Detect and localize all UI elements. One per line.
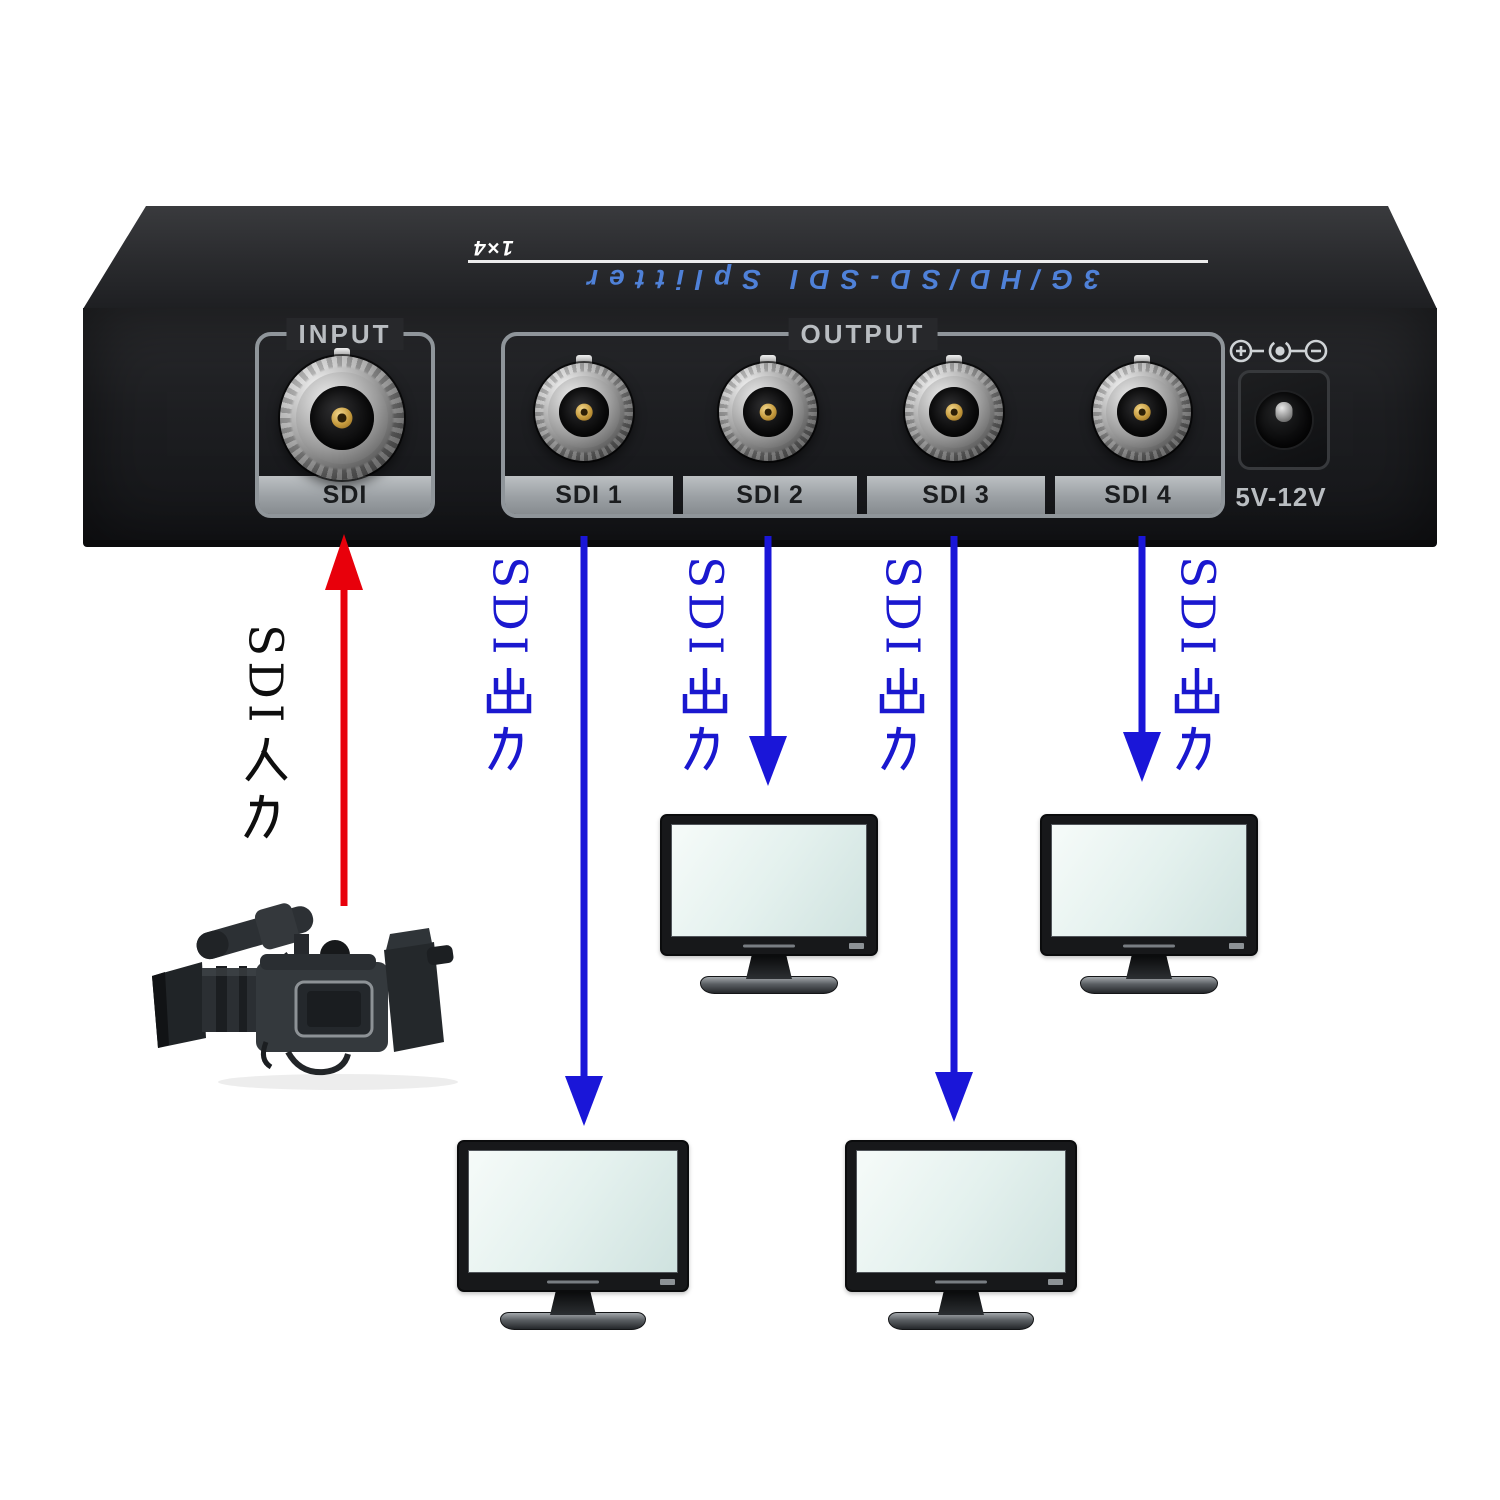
- monitor-2: [1040, 814, 1258, 994]
- product-name: 3G/HD/SD-SDI Splitter: [576, 264, 1100, 295]
- kanji-nyuu-icon: [240, 734, 290, 784]
- output-flow-latin: SDI: [677, 556, 733, 660]
- bnc-center-pin: [945, 403, 963, 421]
- output-flow-latin: SDI: [481, 556, 537, 660]
- kanji-shutsu-icon: [484, 666, 534, 716]
- kanji-ryoku-icon: [877, 723, 927, 773]
- monitor-screen: [1051, 824, 1247, 937]
- kanji-ryoku-icon: [1172, 723, 1222, 773]
- output-port-label-2: SDI 2: [683, 476, 857, 514]
- splitter-top-face: [83, 206, 1437, 309]
- dc-jack-pin: [1275, 402, 1293, 423]
- monitor-screen: [856, 1150, 1066, 1273]
- output-section-title: OUTPUT: [788, 318, 938, 350]
- output-section: OUTPUT SDI 1 SDI 2 SDI 3 SDI 4: [501, 318, 1225, 518]
- voltage-label: 5V-12V: [1235, 482, 1327, 512]
- output-arrow-1: [565, 536, 603, 1126]
- monitor-logo-bar: [1051, 937, 1247, 954]
- output-port-label-1: SDI 1: [505, 476, 673, 514]
- kanji-ryoku-icon: [484, 723, 534, 773]
- monitor-3: [457, 1140, 689, 1330]
- monitor-bezel: [1040, 814, 1258, 956]
- output-flow-latin: SDI: [1169, 556, 1225, 660]
- dc-jack-bore: [1256, 392, 1312, 448]
- bnc-center-pin: [1133, 403, 1151, 421]
- monitor-logo-bar: [468, 1273, 678, 1290]
- bnc-connector-sdi1: [535, 355, 633, 461]
- top-divider-line: 1×4: [468, 233, 1208, 263]
- output-flow-label-1: SDI SDI出力: [481, 556, 537, 773]
- monitor-logo-bar: [856, 1273, 1066, 1290]
- monitor-1: [660, 814, 878, 994]
- monitor-4: [845, 1140, 1077, 1330]
- splitter-top-printing: 3G/HD/SD-SDI Splitter 1×4: [468, 233, 1208, 295]
- monitor-stand-neck: [938, 1292, 984, 1315]
- input-port-label: SDI: [259, 476, 431, 514]
- input-flow-latin: SDI: [237, 624, 293, 728]
- input-arrow: [325, 534, 363, 906]
- bnc-connector-sdi4: [1093, 355, 1191, 461]
- monitor-bezel: [845, 1140, 1077, 1292]
- output-arrow-4: [1123, 536, 1161, 782]
- kanji-shutsu-icon: [1172, 666, 1222, 716]
- output-arrow-3: [935, 536, 973, 1122]
- dc-power-jack: [1238, 370, 1330, 470]
- bnc-connector-input: [280, 348, 404, 480]
- monitor-bezel: [457, 1140, 689, 1292]
- output-flow-label-2: SDI SDI出力: [677, 556, 733, 773]
- output-flow-label-4: SDI SDI出力: [1169, 556, 1225, 773]
- kanji-shutsu-icon: [680, 666, 730, 716]
- monitor-stand-neck: [550, 1292, 596, 1315]
- bnc-connector-sdi3: [905, 355, 1003, 461]
- bnc-center-pin: [331, 407, 353, 429]
- output-port-label-4: SDI 4: [1055, 476, 1221, 514]
- dc-polarity-icon: [1229, 339, 1328, 363]
- kanji-ryoku-icon: [680, 723, 730, 773]
- output-flow-label-3: SDI SDI出力: [874, 556, 930, 773]
- kanji-shutsu-icon: [877, 666, 927, 716]
- input-flow-label: SDI SDI入力: [237, 624, 293, 841]
- monitor-stand-neck: [746, 956, 792, 979]
- bnc-center-pin: [759, 403, 777, 421]
- monitor-bezel: [660, 814, 878, 956]
- output-port-label-3: SDI 3: [867, 476, 1045, 514]
- monitor-screen: [468, 1150, 678, 1273]
- input-section: INPUT SDI: [255, 318, 435, 518]
- kanji-ryoku-icon: [240, 791, 290, 841]
- output-arrow-2: [749, 536, 787, 786]
- io-ratio-label: 1×4: [472, 235, 514, 259]
- bnc-center-pin: [575, 403, 593, 421]
- output-flow-latin: SDI: [874, 556, 930, 660]
- bnc-connector-sdi2: [719, 355, 817, 461]
- monitor-screen: [671, 824, 867, 937]
- input-section-title: INPUT: [286, 318, 404, 350]
- video-camera-icon: [152, 903, 458, 1090]
- monitor-stand-neck: [1126, 956, 1172, 979]
- monitor-logo-bar: [671, 937, 867, 954]
